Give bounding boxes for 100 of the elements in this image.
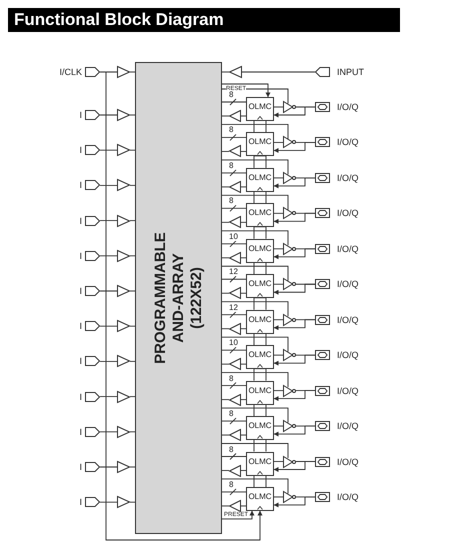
edge-label: 8	[229, 374, 234, 383]
signal-line	[130, 466, 136, 468]
buffer-symbol	[229, 358, 241, 370]
signal-line	[222, 222, 230, 223]
pin-label: I/O/Q	[337, 279, 359, 290]
signal-line	[222, 434, 230, 436]
io-pin	[315, 421, 359, 432]
signal-line	[254, 120, 266, 133]
signal-line	[130, 290, 136, 292]
signal-line	[222, 470, 230, 471]
buffer-symbol	[117, 461, 130, 473]
olmc-block: OLMC	[246, 310, 274, 334]
signal-line	[222, 364, 230, 365]
buffer-symbol	[229, 322, 241, 335]
pin-label: I/CLK	[59, 67, 82, 77]
io-pin	[315, 456, 359, 466]
signal-line	[100, 431, 118, 432]
signal-line	[222, 169, 246, 176]
signal-line	[222, 510, 254, 520]
signal-line	[240, 186, 246, 188]
signal-line	[254, 404, 266, 416]
edge-label: 12	[229, 304, 238, 312]
edge-label: 8	[229, 446, 234, 454]
signal-line	[100, 255, 118, 256]
signal-line	[274, 390, 284, 392]
edge-label: 12	[229, 268, 238, 276]
input-pin	[79, 250, 100, 261]
pin-label: I	[79, 426, 82, 437]
signal-line	[274, 284, 284, 285]
pin-label: I/O/Q	[337, 137, 359, 148]
buffer-symbol	[117, 285, 130, 297]
input-pin	[59, 67, 100, 77]
signal-line	[100, 466, 118, 468]
pin-label: I	[79, 321, 82, 332]
olmc-block: OLMC	[246, 238, 274, 263]
signal-line	[274, 390, 316, 402]
edge-label: 8	[229, 126, 234, 134]
buffer-symbol	[229, 429, 241, 442]
signal-line	[222, 328, 230, 330]
pin-label: I/O/Q	[337, 208, 359, 218]
signal-line	[254, 368, 266, 382]
signal-line	[240, 328, 246, 330]
pin-label: I/O/Q	[337, 314, 359, 325]
signal-line	[254, 190, 266, 204]
olmc-block: OLMC	[246, 132, 274, 156]
signal-line	[240, 151, 246, 152]
signal-line	[222, 301, 288, 317]
olmc-block: OLMC	[246, 416, 274, 440]
tristate-buffer-symbol	[283, 314, 296, 326]
signal-line	[274, 496, 284, 498]
signal-line	[222, 408, 288, 423]
olmc-block: OLMC	[246, 97, 274, 121]
input-pin	[79, 462, 100, 472]
signal-line	[222, 88, 288, 104]
io-pin	[315, 314, 359, 325]
tristate-buffer-symbol	[283, 207, 296, 220]
signal-line	[100, 396, 118, 398]
buffer-symbol	[229, 287, 241, 300]
pin-label: I	[79, 250, 82, 261]
input-pin	[79, 216, 100, 226]
signal-line	[130, 255, 136, 256]
and-array-block	[135, 62, 222, 534]
signal-line	[222, 159, 288, 175]
buffer-symbol	[229, 145, 241, 158]
signal-line	[130, 326, 136, 327]
buffer-symbol	[117, 390, 130, 403]
signal-line	[274, 212, 316, 224]
tristate-buffer-symbol	[283, 384, 296, 397]
pin-label: I	[79, 462, 82, 472]
tristate-buffer-symbol	[283, 172, 296, 184]
signal-line	[100, 220, 118, 222]
signal-line	[274, 142, 316, 153]
signal-line	[254, 262, 266, 275]
buffer-symbol	[117, 426, 130, 438]
signal-line	[274, 426, 316, 437]
signal-line	[274, 248, 316, 260]
buffer-symbol	[117, 250, 130, 262]
pin-label: I/O/Q	[337, 456, 359, 466]
signal-line	[222, 257, 230, 258]
signal-line	[222, 399, 230, 400]
olmc-block: OLMC	[246, 168, 274, 192]
buffer-symbol	[117, 496, 130, 508]
signal-line	[222, 240, 246, 248]
signal-line	[222, 292, 230, 294]
input-pin	[79, 392, 100, 402]
tristate-buffer-symbol	[283, 456, 296, 468]
signal-line	[222, 443, 288, 458]
pin-label: I/O/Q	[337, 244, 359, 254]
signal-line	[130, 220, 136, 222]
signal-line	[130, 150, 136, 151]
tristate-buffer-symbol	[283, 101, 296, 113]
edge-label: 8	[229, 91, 234, 99]
io-pin	[315, 350, 359, 360]
edge-label: 10	[229, 339, 238, 348]
block-label: PROGRAMMABLE AND-ARRAY (122X52)	[152, 231, 206, 366]
signal-line	[100, 290, 118, 292]
signal-line	[240, 399, 246, 400]
buffer-symbol	[117, 320, 130, 332]
buffer-symbol	[117, 109, 130, 121]
signal-line	[100, 184, 118, 186]
